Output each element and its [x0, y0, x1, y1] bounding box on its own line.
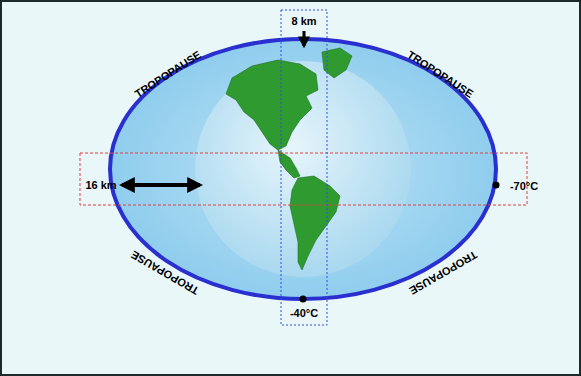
equator-band: [80, 153, 527, 205]
continents: [226, 48, 352, 270]
tropopause-outline: [110, 39, 496, 299]
height-label: 8 km: [291, 16, 316, 27]
temperature-label: -40°C: [290, 308, 318, 319]
earth-globe: [195, 61, 411, 277]
pole-band: [281, 10, 327, 325]
temperature-label: -70°C: [510, 181, 538, 192]
north-america: [226, 60, 318, 150]
boundary-label: TROPOPAUSE: [405, 49, 475, 100]
height-arrow: [122, 183, 200, 187]
measure-dot: [300, 296, 307, 303]
height-label: 16 km: [85, 180, 116, 191]
boundary-label: TROPOPAUSE: [133, 49, 203, 100]
height-arrow: [303, 31, 306, 46]
south-america: [290, 176, 340, 270]
boundary-label: TROPOPAUSE: [129, 248, 200, 296]
measure-dot: [493, 182, 500, 189]
boundary-label: TROPOPAUSE: [407, 248, 478, 296]
atmosphere: [110, 39, 496, 299]
